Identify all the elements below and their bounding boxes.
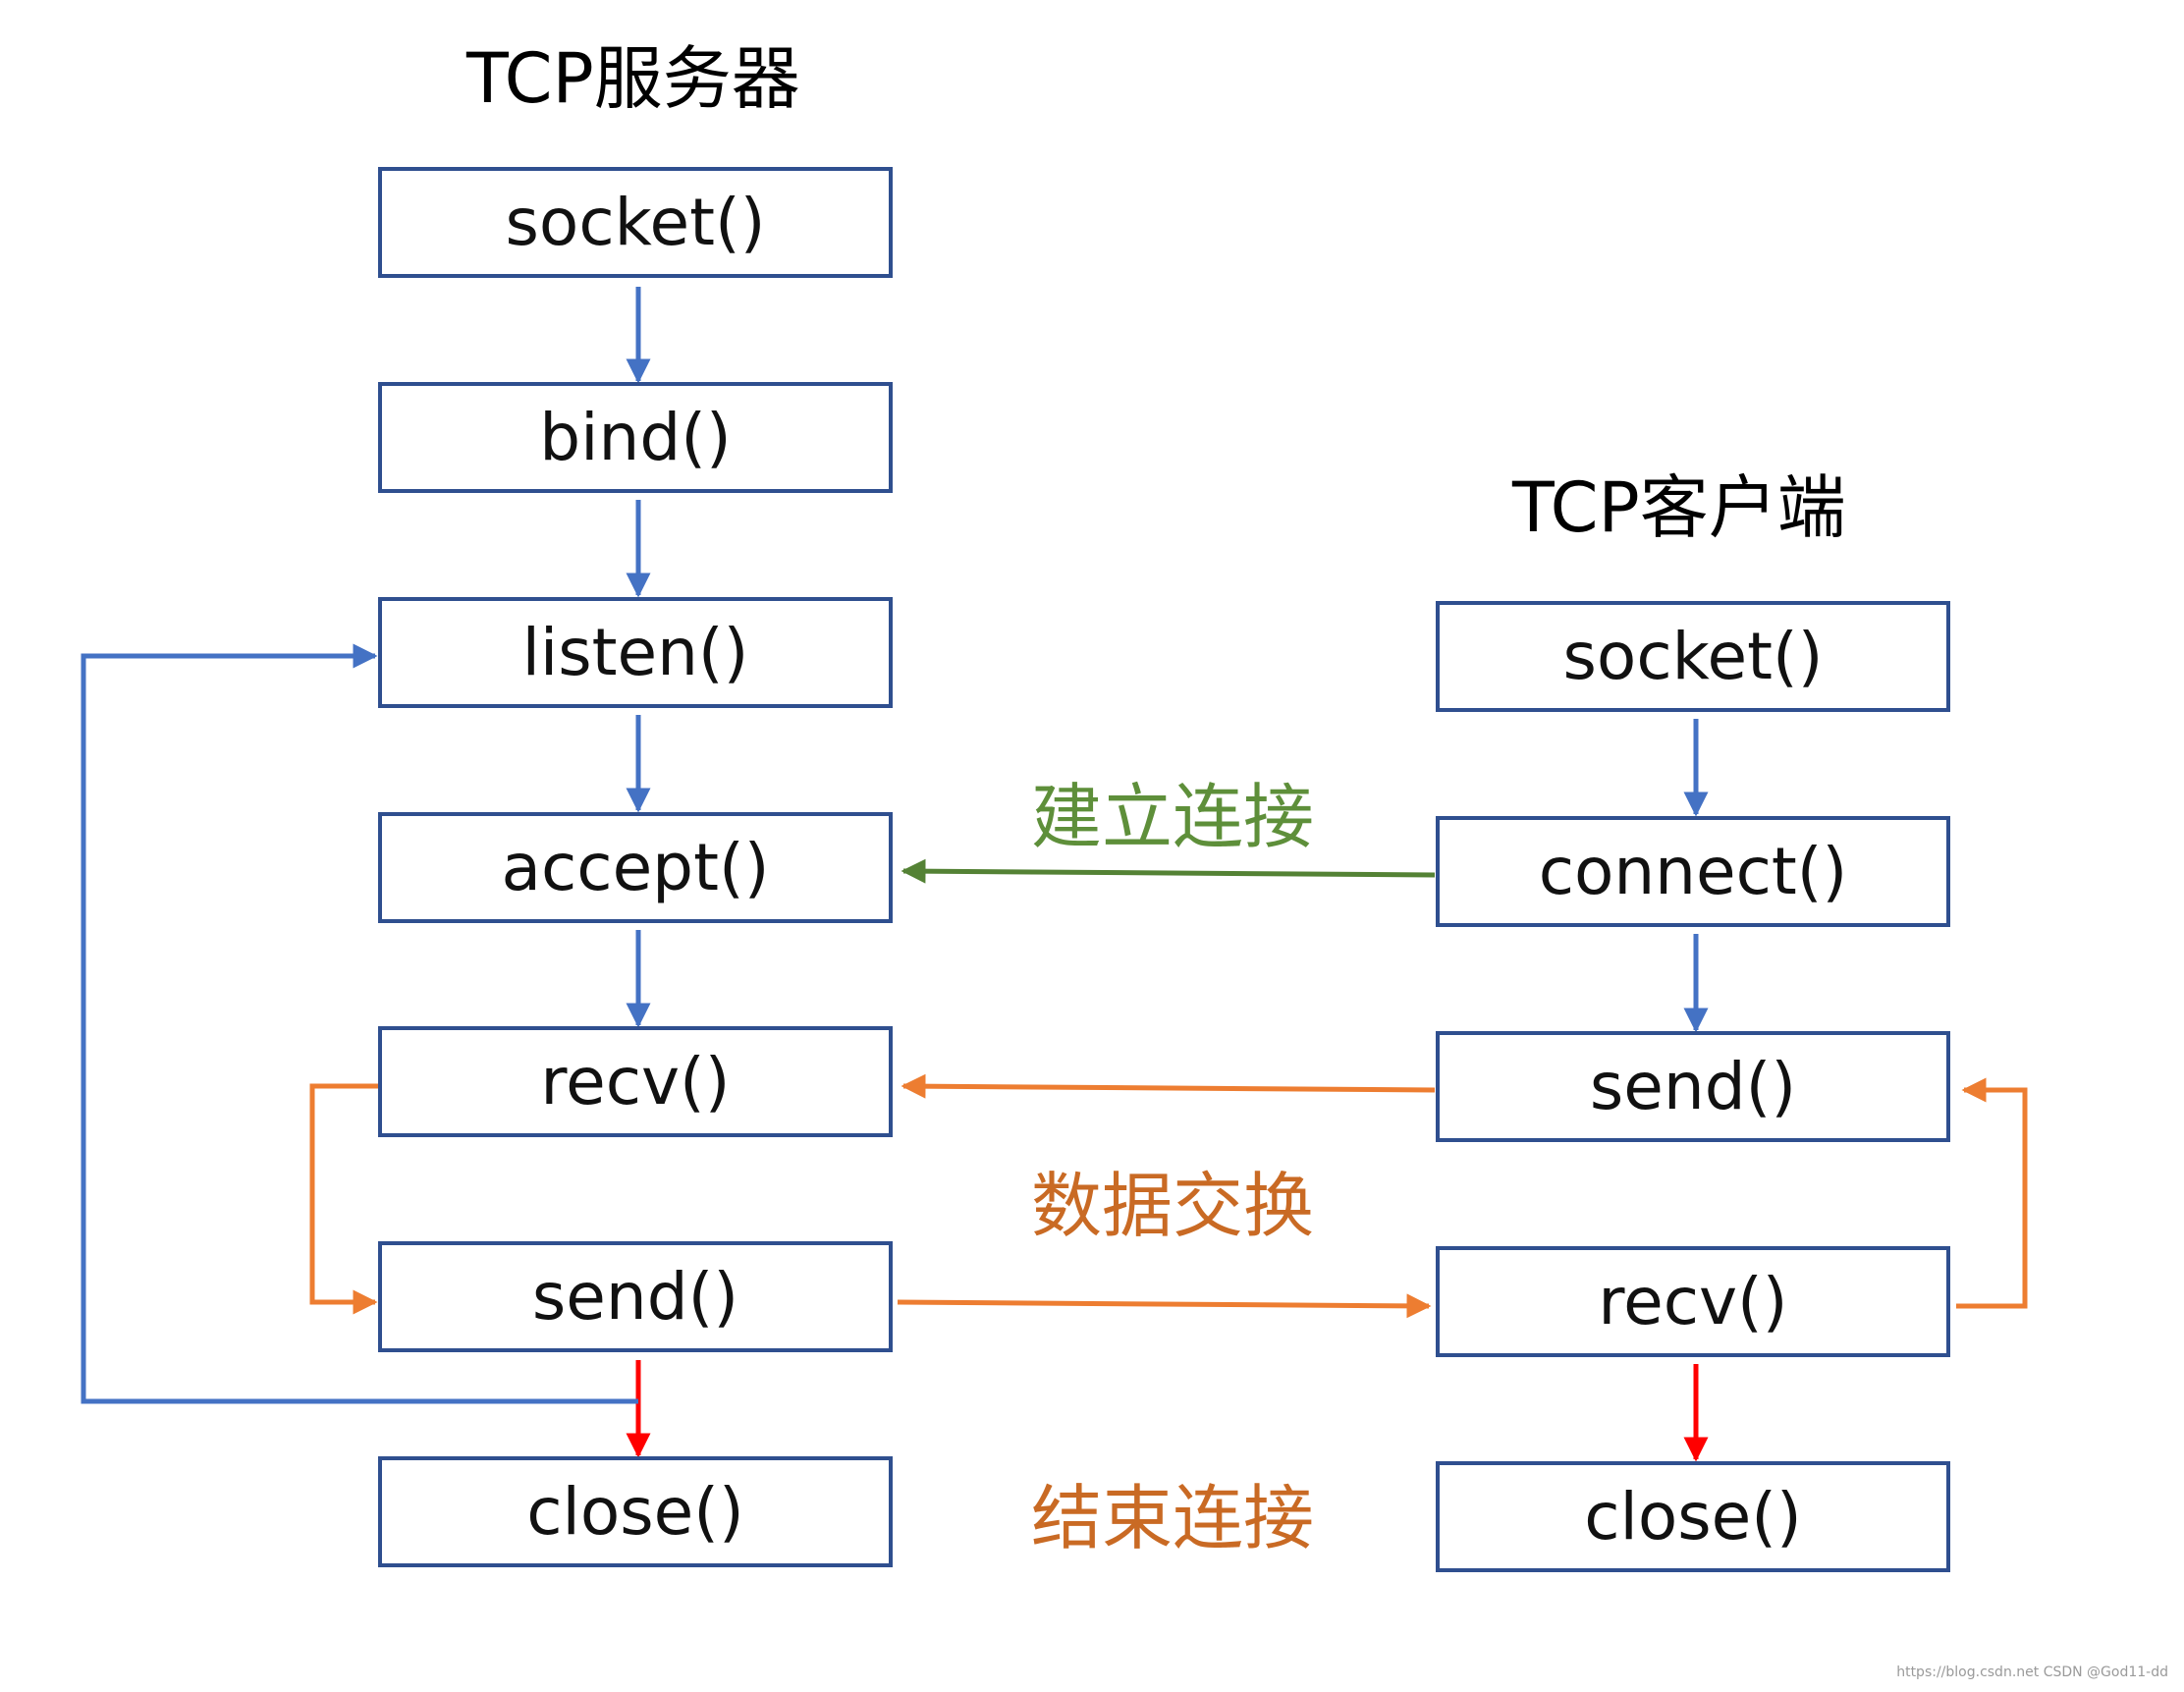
phase-label-exchange: 数据交换 xyxy=(1031,1165,1315,1247)
client-step-socket: socket() xyxy=(1436,601,1950,712)
client-step-connect: connect() xyxy=(1436,816,1950,927)
arrow-server-recv-send xyxy=(309,1083,381,1315)
arrow-client-recv-send xyxy=(1956,1077,2028,1309)
server-step-recv: recv() xyxy=(378,1026,893,1137)
client-step-recv: recv() xyxy=(1436,1246,1950,1357)
client-step-close: close() xyxy=(1436,1461,1950,1572)
server-step-send: send() xyxy=(378,1241,893,1352)
server-step-close: close() xyxy=(378,1456,893,1567)
server-step-socket: socket() xyxy=(378,167,893,278)
server-step-listen: listen() xyxy=(378,597,893,708)
server-step-accept: accept() xyxy=(378,812,893,923)
watermark: https://blog.csdn.net CSDN @God11-dd xyxy=(1896,1665,2168,1680)
phase-label-connect: 建立连接 xyxy=(1031,776,1315,858)
arrow-client-send-server-recv xyxy=(901,1073,1436,1099)
server-title: TCP服务器 xyxy=(466,38,800,119)
arrow-connect-accept xyxy=(901,858,1436,884)
client-step-send: send() xyxy=(1436,1031,1950,1142)
arrow-server-send-client-recv xyxy=(897,1293,1432,1319)
phase-label-close: 结束连接 xyxy=(1031,1477,1315,1559)
server-step-bind: bind() xyxy=(378,382,893,493)
client-title: TCP客户端 xyxy=(1512,467,1846,548)
arrow-server-loop-listen xyxy=(81,643,638,1404)
